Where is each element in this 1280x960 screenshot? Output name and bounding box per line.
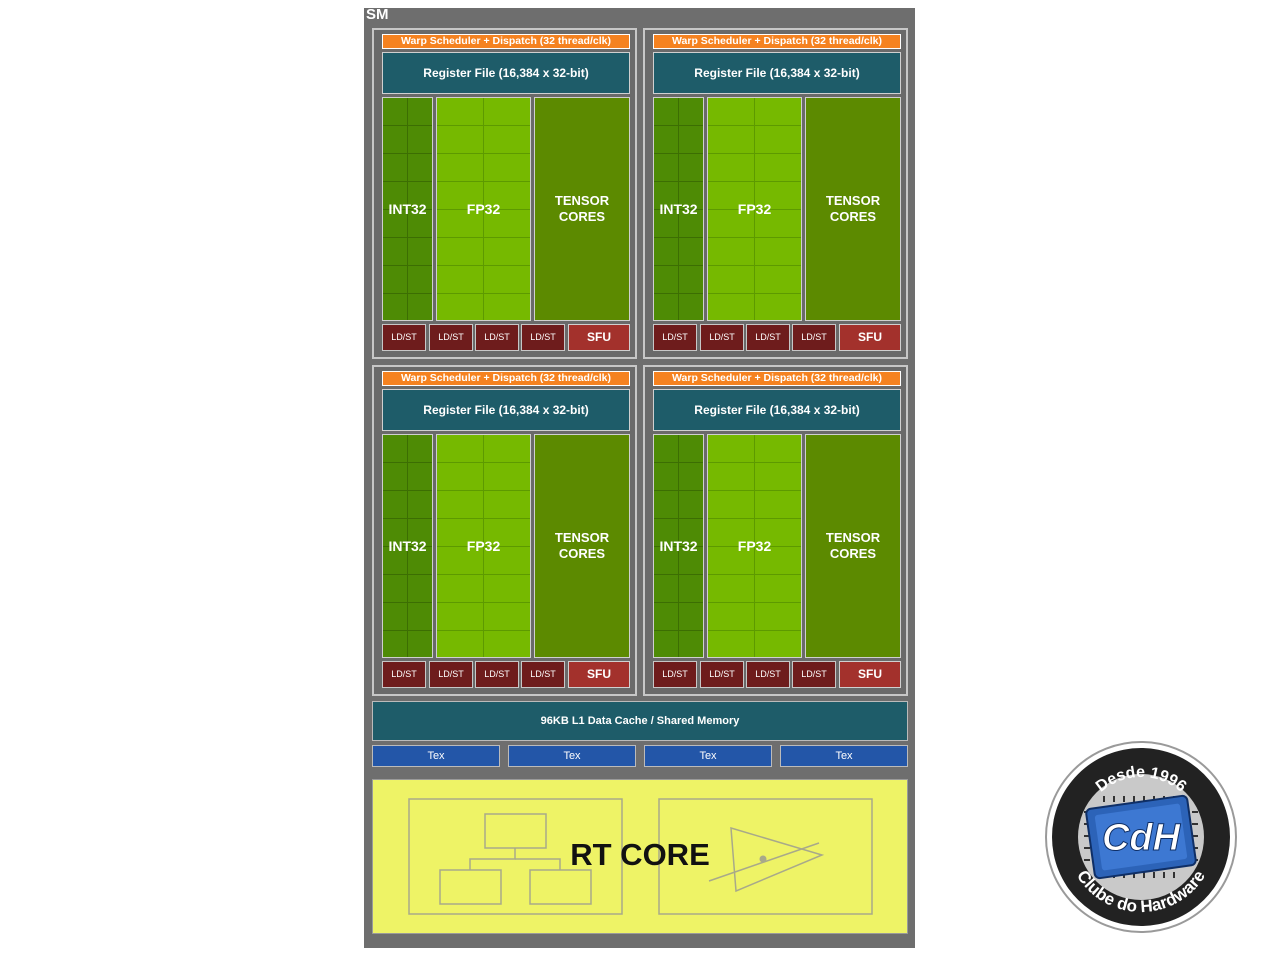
warp-scheduler: Warp Scheduler + Dispatch (32 thread/clk… <box>382 34 630 49</box>
intersection-box <box>658 798 873 915</box>
rt-core: RT CORE <box>372 779 908 934</box>
ldst-unit: LD/ST <box>653 661 697 688</box>
register-file: Register File (16,384 x 32-bit) <box>382 52 630 94</box>
fp32-label: FP32 <box>737 201 772 217</box>
tensor-label-line2: CORES <box>558 546 606 561</box>
ldst-unit: LD/ST <box>792 324 836 351</box>
register-file: Register File (16,384 x 32-bit) <box>653 52 901 94</box>
ldst-unit: LD/ST <box>700 661 744 688</box>
ldst-unit: LD/ST <box>653 324 697 351</box>
register-file: Register File (16,384 x 32-bit) <box>382 389 630 431</box>
fp32-label: FP32 <box>466 201 501 217</box>
int32-units: INT32 <box>653 434 704 658</box>
int32-label: INT32 <box>388 201 427 217</box>
ldst-unit: LD/ST <box>382 324 426 351</box>
sm-title: SM <box>366 6 389 23</box>
logo-mark: CdH <box>1102 817 1182 859</box>
bvh-right-node <box>529 869 592 905</box>
int32-label: INT32 <box>659 538 698 554</box>
bvh-left-node <box>439 869 502 905</box>
ldst-unit: LD/ST <box>521 324 565 351</box>
sm-block: SM Warp Scheduler + Dispatch (32 thread/… <box>364 6 915 948</box>
chip-icon <box>1084 794 1198 880</box>
warp-scheduler: Warp Scheduler + Dispatch (32 thread/clk… <box>653 371 901 386</box>
processing-block-top-left: Warp Scheduler + Dispatch (32 thread/clk… <box>372 28 637 359</box>
fp32-label: FP32 <box>466 538 501 554</box>
sfu-unit: SFU <box>568 661 630 688</box>
clube-do-hardware-logo: CdH Desde 1996 Clube do Hardware <box>1044 740 1238 934</box>
bvh-edge-left <box>469 848 516 870</box>
ldst-unit: LD/ST <box>475 324 519 351</box>
tex-unit: Tex <box>644 745 772 767</box>
ldst-unit: LD/ST <box>382 661 426 688</box>
l1-data-cache: 96KB L1 Data Cache / Shared Memory <box>372 701 908 741</box>
int32-units: INT32 <box>653 97 704 321</box>
ldst-unit: LD/ST <box>746 661 790 688</box>
processing-block-top-right: Warp Scheduler + Dispatch (32 thread/clk… <box>643 28 908 359</box>
tex-unit: Tex <box>780 745 908 767</box>
tensor-label-line1: TENSOR <box>825 193 881 208</box>
fp32-units: FP32 <box>707 97 802 321</box>
tex-unit: Tex <box>372 745 500 767</box>
processing-block-bottom-right: Warp Scheduler + Dispatch (32 thread/clk… <box>643 365 908 696</box>
hit-point <box>759 855 767 863</box>
ldst-unit: LD/ST <box>429 661 473 688</box>
rt-core-label: RT CORE <box>570 837 710 872</box>
tensor-label-line1: TENSOR <box>554 530 610 545</box>
processing-block-bottom-left: Warp Scheduler + Dispatch (32 thread/clk… <box>372 365 637 696</box>
rt-core-diagram <box>408 798 873 915</box>
ldst-unit: LD/ST <box>700 324 744 351</box>
tensor-label-line1: TENSOR <box>554 193 610 208</box>
warp-scheduler: Warp Scheduler + Dispatch (32 thread/clk… <box>382 371 630 386</box>
ldst-unit: LD/ST <box>521 661 565 688</box>
tensor-label-line2: CORES <box>829 209 877 224</box>
sfu-unit: SFU <box>839 324 901 351</box>
ldst-unit: LD/ST <box>792 661 836 688</box>
tensor-label-line2: CORES <box>829 546 877 561</box>
tensor-label-line2: CORES <box>558 209 606 224</box>
ldst-unit: LD/ST <box>475 661 519 688</box>
bvh-edge-right <box>515 858 561 870</box>
int32-units: INT32 <box>382 434 433 658</box>
bvh-tree-box <box>408 798 623 915</box>
int32-label: INT32 <box>388 538 427 554</box>
fp32-units: FP32 <box>436 97 531 321</box>
fp32-units: FP32 <box>436 434 531 658</box>
sfu-unit: SFU <box>568 324 630 351</box>
fp32-units: FP32 <box>707 434 802 658</box>
logo-badge: CdH Desde 1996 Clube do Hardware <box>1045 741 1237 933</box>
int32-label: INT32 <box>659 201 698 217</box>
triangle-shape <box>730 826 825 893</box>
register-file: Register File (16,384 x 32-bit) <box>653 389 901 431</box>
tensor-label-line1: TENSOR <box>825 530 881 545</box>
ldst-unit: LD/ST <box>429 324 473 351</box>
int32-units: INT32 <box>382 97 433 321</box>
sfu-unit: SFU <box>839 661 901 688</box>
ldst-unit: LD/ST <box>746 324 790 351</box>
tex-unit: Tex <box>508 745 636 767</box>
warp-scheduler: Warp Scheduler + Dispatch (32 thread/clk… <box>653 34 901 49</box>
fp32-label: FP32 <box>737 538 772 554</box>
